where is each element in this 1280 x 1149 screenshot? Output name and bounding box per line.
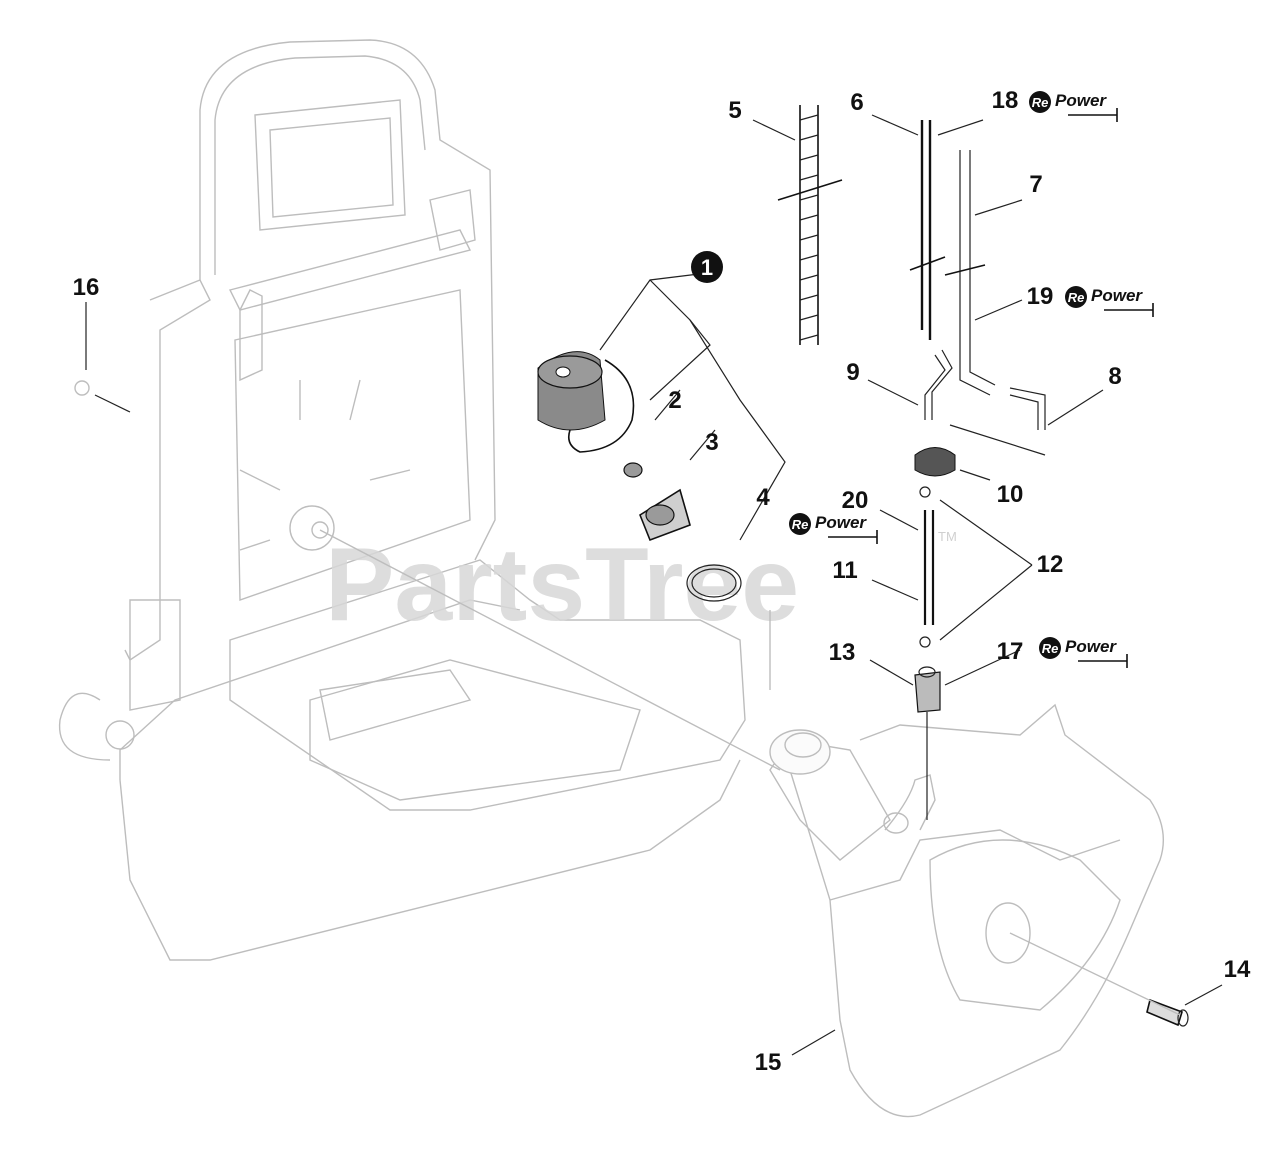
callout-8: 8 <box>1108 363 1121 390</box>
callout-20: 20 <box>842 487 869 514</box>
fuel-cap-assembly <box>537 351 742 602</box>
callout-11: 11 <box>832 557 857 584</box>
callout-1-badge <box>691 251 723 283</box>
callout-18: 18 <box>992 87 1019 114</box>
repower-badge-18-word: Power <box>1055 91 1107 110</box>
callout-labels: 1 2 3 4 5 6 7 8 9 10 11 12 13 14 15 16 1… <box>73 87 1251 1076</box>
fuel-tank <box>769 703 1165 1118</box>
callout-14: 14 <box>1224 956 1251 983</box>
callout-4: 4 <box>756 484 770 511</box>
callout-7: 7 <box>1029 171 1042 198</box>
callout-6: 6 <box>850 89 863 116</box>
repower-badge-20-prefix: Re <box>792 517 809 532</box>
callout-3: 3 <box>705 429 718 456</box>
callout-5: 5 <box>728 97 741 124</box>
watermark: PartsTree <box>325 527 799 643</box>
fuel-tubes <box>909 120 1046 820</box>
callout-9: 9 <box>846 359 859 386</box>
watermark-trademark: TM <box>938 529 957 544</box>
callout-10: 10 <box>997 481 1024 508</box>
callout-19: 19 <box>1027 283 1054 310</box>
callout-16: 16 <box>73 274 100 301</box>
callout-15: 15 <box>755 1049 782 1076</box>
callout-13: 13 <box>829 639 856 666</box>
repower-badge-20-word: Power <box>815 513 867 532</box>
callout-12: 12 <box>1037 551 1064 578</box>
hose-spiral-5 <box>777 105 843 345</box>
repower-badge-20: Re Power <box>789 513 878 544</box>
repower-badge-18-prefix: Re <box>1032 95 1049 110</box>
repower-badge-17: Re Power <box>1039 637 1128 668</box>
backpack-frame <box>58 39 746 961</box>
callout-2: 2 <box>668 387 681 414</box>
screw-14 <box>1146 998 1189 1027</box>
repower-badge-18: Re Power <box>1029 91 1118 122</box>
leader-lines <box>85 114 1223 1056</box>
repower-badge-17-word: Power <box>1065 637 1117 656</box>
callout-17: 17 <box>997 638 1024 665</box>
repower-badge-19-prefix: Re <box>1068 290 1085 305</box>
repower-badge-17-prefix: Re <box>1042 641 1059 656</box>
repower-badge-19-word: Power <box>1091 286 1143 305</box>
repower-badge-19: Re Power <box>1065 286 1154 317</box>
callout-1: 1 <box>701 255 713 280</box>
